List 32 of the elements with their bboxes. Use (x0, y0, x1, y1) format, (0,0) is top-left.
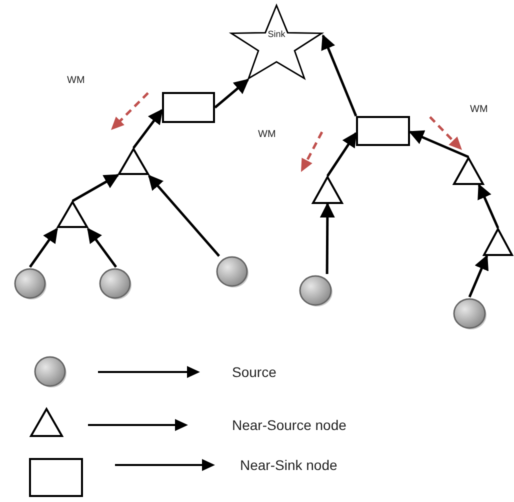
triangle-node (483, 228, 513, 256)
node-label: Sink (266, 28, 286, 39)
arrow (320, 202, 335, 274)
arrow (132, 108, 163, 149)
annotation-label: WM (470, 104, 488, 115)
arrow (326, 132, 358, 177)
legend-label: Near-Sink node (240, 457, 338, 473)
rectangle-node (356, 116, 410, 146)
arrow (87, 228, 118, 268)
circle-node (98, 267, 132, 300)
annotation-label: WM (67, 75, 85, 86)
arrow (478, 184, 500, 228)
circle-node (13, 267, 47, 300)
circle-node (215, 255, 249, 288)
arrow (148, 174, 220, 257)
star-node (229, 6, 324, 82)
legend-label: Near-Source node (232, 417, 346, 433)
arrow (72, 174, 120, 202)
arrow (408, 130, 469, 158)
arrow (28, 228, 58, 268)
circle-node (298, 274, 333, 307)
arrow (321, 34, 358, 116)
circle-node (452, 297, 487, 330)
triangle-node (312, 176, 343, 204)
triangle-node (57, 201, 88, 228)
triangle-node (453, 157, 484, 185)
annotation-label: WM (258, 129, 276, 140)
arrow (214, 78, 250, 108)
arrow (468, 254, 489, 298)
rectangle-node (162, 92, 215, 123)
triangle-node (118, 148, 149, 175)
legend-label: Source (232, 364, 276, 380)
